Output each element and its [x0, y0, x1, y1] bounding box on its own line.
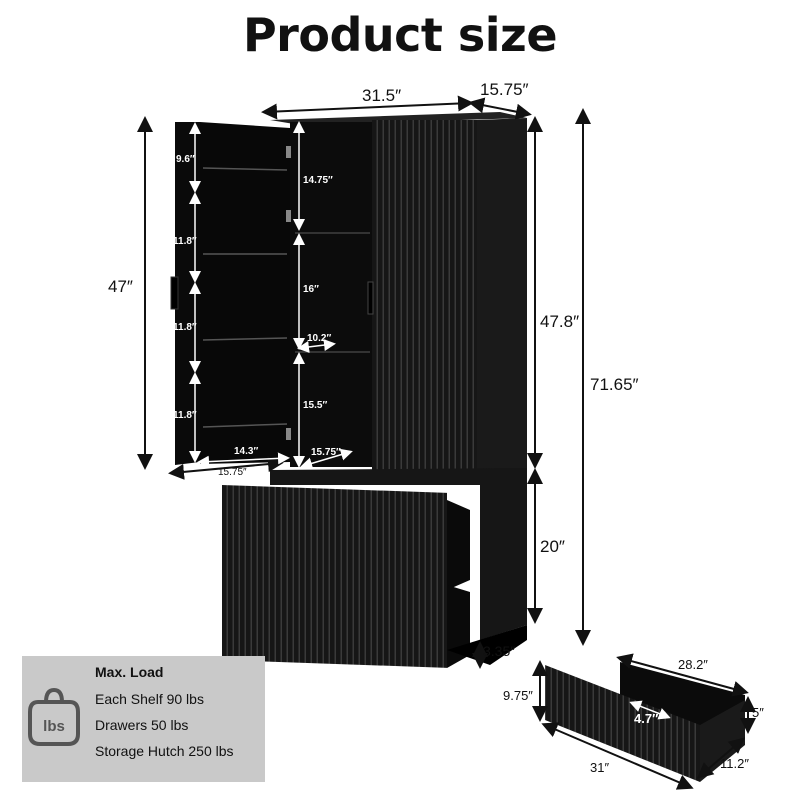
page-title: Product size: [242, 8, 558, 62]
weight-lbs-icon: [28, 687, 80, 746]
inner-bottom-label: 15.5″: [303, 400, 328, 411]
door-shelf-3-label: 11.8″: [173, 410, 197, 421]
drawer-depth-label: 11.2″: [720, 756, 749, 771]
width-label: 31.5″: [362, 86, 402, 105]
drawer-inner-length-label: 28.2″: [678, 657, 708, 672]
door-width-label: 14.3″: [234, 446, 259, 457]
inner-depth-label: 15.75″: [311, 447, 341, 458]
dimension-arrows: [137, 95, 756, 790]
load-item: Storage Hutch 250 lbs: [95, 743, 234, 759]
upper-height-label: 47.8″: [540, 312, 580, 331]
inner-top-label: 14.75″: [303, 175, 333, 186]
drawer-side-height-label: 5″: [752, 705, 764, 720]
door-height-label: 47″: [108, 277, 133, 296]
lower-cabinet: [222, 468, 527, 668]
inner-shelf-depth-label: 10.2″: [307, 333, 332, 344]
load-item: Each Shelf 90 lbs: [95, 691, 204, 707]
door-shelf-1-label: 11.8″: [173, 236, 197, 247]
drawer-front-width-label: 31″: [590, 760, 610, 775]
total-height-label: 71.65″: [590, 375, 639, 394]
inner-middle-label: 16″: [303, 284, 319, 295]
max-load-heading: Max. Load: [95, 664, 164, 680]
door-shelf-top-label: 9.6″: [176, 154, 195, 165]
lower-height-label: 20″: [540, 537, 565, 556]
door-depth-label: 15.75″: [218, 467, 247, 478]
base-height-label: 3.35″: [483, 643, 516, 659]
drawer-handle-width-label: 4.7″: [634, 711, 659, 726]
drawer-front-height-label: 9.75″: [503, 688, 533, 703]
depth-label: 15.75″: [480, 80, 529, 99]
load-item: Drawers 50 lbs: [95, 717, 189, 733]
door-shelf-2-label: 11.8″: [173, 322, 197, 333]
max-load-panel: lbs Max. Load Each Shelf 90 lbs Drawers …: [22, 656, 265, 782]
lbs-icon-text: lbs: [43, 718, 65, 735]
